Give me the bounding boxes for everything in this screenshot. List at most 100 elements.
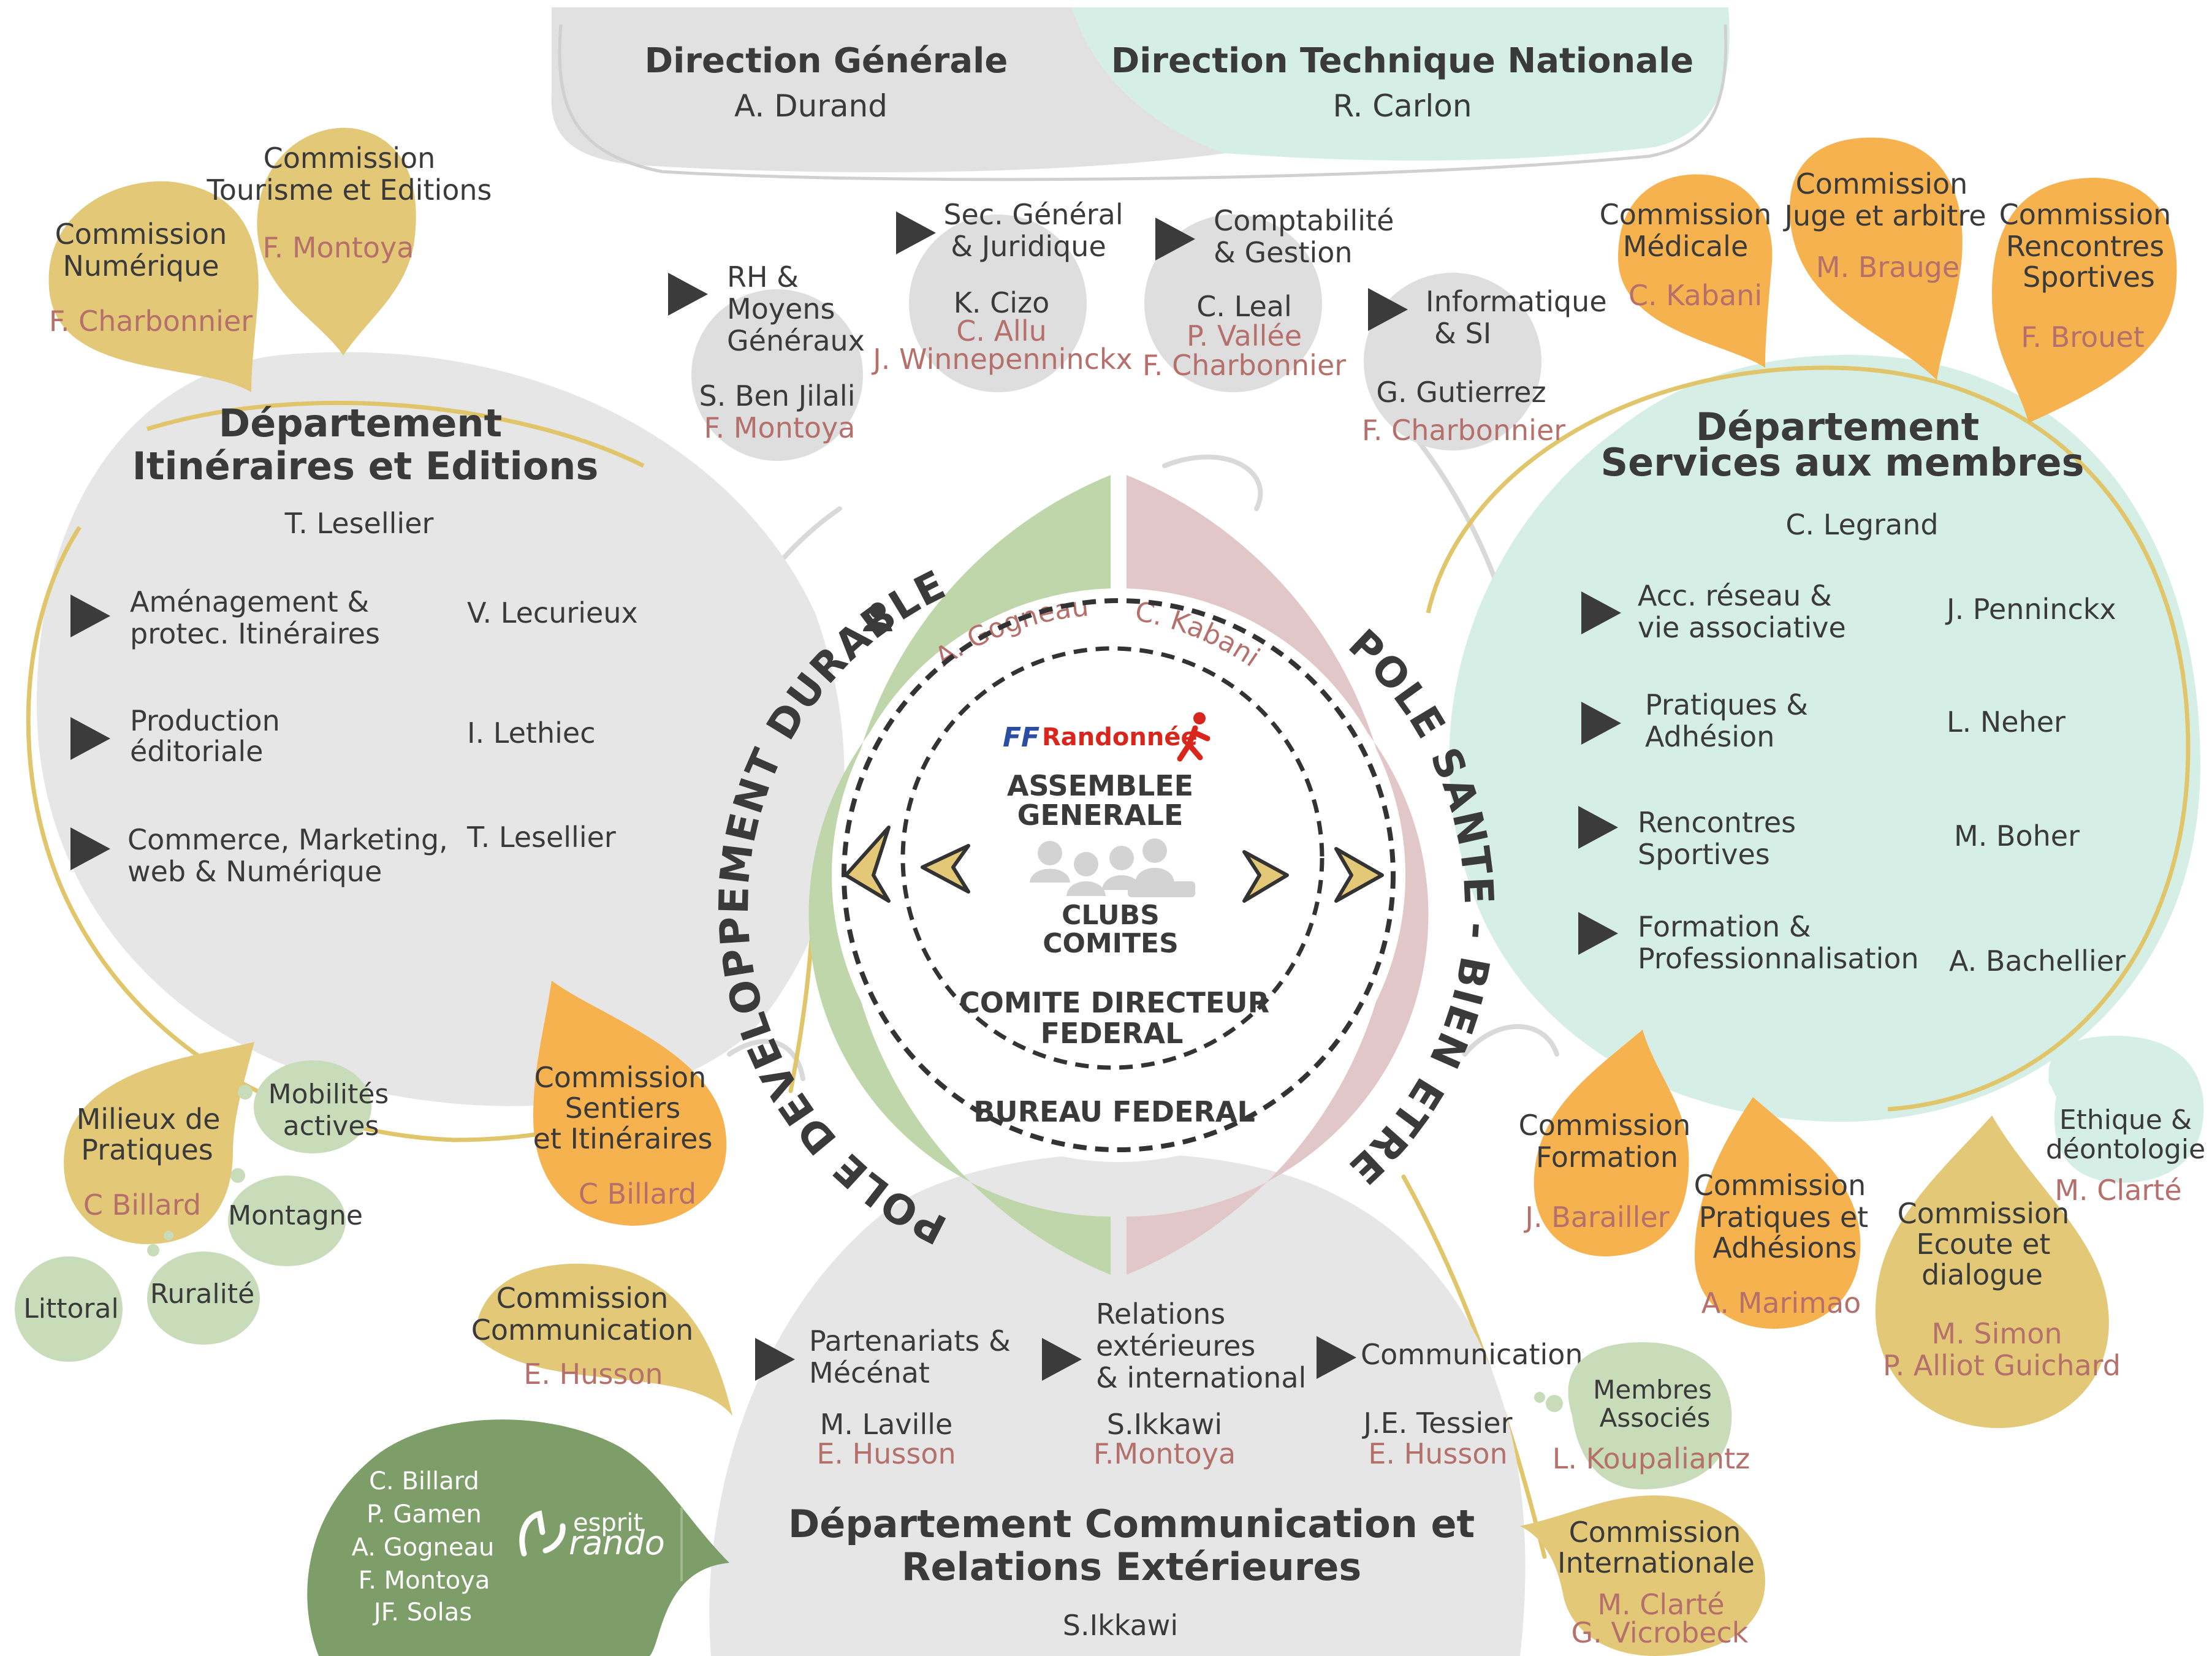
comites-label: COMITES [1043,928,1179,959]
itineraires-row-1-name: V. Lecurieux [467,596,638,629]
svg-text:E. Husson: E. Husson [523,1358,663,1391]
svg-text:J. Winnepenninckx: J. Winnepenninckx [871,343,1133,376]
hiker-icon [1177,712,1211,762]
svg-text:K. Cizo: K. Cizo [954,286,1050,319]
svg-text:Ecoute et: Ecoute et [1917,1228,2051,1261]
bureau-federal: BUREAU FEDERAL [973,1095,1255,1128]
dept-itineraires-head: T. Lesellier [284,507,434,540]
direction-technique-bubble [1073,7,1730,161]
esprit-rando-names: C. Billard P. Gamen A. Gogneau F. Montoy… [352,1467,495,1627]
svg-text:F. Brouet: F. Brouet [2021,321,2144,354]
play-arrow-icon [70,594,110,637]
clubs-label: CLUBS [1062,900,1160,931]
svg-text:C. Leal: C. Leal [1196,290,1291,323]
top-direction-banner: Direction Générale A. Durand Direction T… [551,7,1730,181]
dept-itineraires: Département Itinéraires et Editions T. L… [26,352,845,1142]
comite-directeur-2: FEDERAL [1041,1017,1184,1050]
svg-text:P. Gamen: P. Gamen [367,1500,482,1529]
comm-col-2-name-2: F.Montoya [1093,1437,1236,1470]
itineraires-row-2-label-2: éditoriale [130,735,263,768]
svg-text:Formation: Formation [1536,1141,1678,1174]
people-group-icon [1030,838,1195,897]
svg-text:C Billard: C Billard [83,1188,201,1221]
play-arrow-icon [1368,288,1408,331]
services-row-3-label-1: Rencontres [1638,806,1796,839]
svg-text:Informatique: Informatique [1426,285,1607,318]
svg-text:P. Vallée: P. Vallée [1187,319,1302,352]
svg-text:Membres: Membres [1593,1375,1712,1405]
comm-col-1-label-2: Mécénat [809,1356,930,1389]
service-informatique: Informatique & SI G. Gutierrez F. Charbo… [1362,273,1607,450]
svg-text:Commission: Commission [496,1282,669,1315]
play-arrow-icon [1155,218,1195,260]
svg-text:actives: actives [283,1111,379,1142]
svg-text:Montagne: Montagne [228,1200,363,1231]
svg-text:Commission: Commission [1569,1516,1741,1549]
services-row-4-label-1: Formation & [1638,910,1811,943]
direction-generale-bubble [551,7,1226,173]
svg-text:Tourisme et Editions: Tourisme et Editions [206,173,492,207]
commission-tourisme: Commission Tourisme et Editions F. Monto… [206,127,492,356]
comite-directeur-1: COMITE DIRECTEUR [959,986,1269,1019]
play-arrow-icon [896,211,936,254]
play-arrow-icon [1317,1336,1356,1379]
svg-text:Rencontres: Rencontres [2006,230,2164,263]
services-row-1-label-2: vie associative [1638,611,1846,644]
svg-text:C. Allu: C. Allu [956,314,1047,348]
dept-itineraires-bubble [37,352,845,1106]
svg-text:F. Montoya: F. Montoya [263,231,414,264]
dept-services-bubble [1449,355,2200,1122]
itineraires-row-3-label-2: web & Numérique [127,855,382,888]
svg-text:Commission: Commission [534,1061,707,1094]
svg-text:M. Clarté: M. Clarté [1597,1588,1724,1621]
direction-technique-title: Direction Technique Nationale [1111,41,1694,81]
service-rh: RH & Moyens Généraux S. Ben Jilali F. Mo… [668,260,865,461]
hand-icon [519,1510,566,1557]
chevron-left-icon [844,826,970,903]
play-arrow-icon [668,273,708,316]
svg-text:M. Clarté: M. Clarté [2054,1174,2181,1207]
svg-text:A. Gogneau: A. Gogneau [352,1533,495,1562]
services-row-1-label-1: Acc. réseau & [1638,579,1832,612]
svg-text:Randonnée: Randonnée [1042,723,1198,751]
commission-formation: Commission Formation J. Barailler [1519,1030,1690,1256]
svg-text:F. Charbonnier: F. Charbonnier [1142,349,1346,382]
svg-text:FF: FF [1003,722,1039,753]
svg-text:G. Vicrobeck: G. Vicrobeck [1572,1616,1749,1649]
services-row-3-name: M. Boher [1954,819,2080,853]
itineraires-row-3-label-1: Commerce, Marketing, [127,823,448,856]
comm-col-3-label-1: Communication [1361,1338,1583,1371]
services-row-2-label-2: Adhésion [1645,720,1774,753]
mobilites-bubble [254,1060,371,1153]
svg-text:Communication: Communication [471,1313,694,1346]
esprit-rando-bubble [307,1419,729,1656]
esprit-rando-logo: esprit rando [519,1509,665,1562]
commission-juge: Commission Juge et arbitre M. Brauge [1782,137,1986,380]
comm-col-3-name-1: J.E. Tessier [1361,1407,1512,1440]
comm-col-1-label-1: Partenariats & [809,1324,1011,1358]
svg-text:F. Charbonnier: F. Charbonnier [1362,414,1565,447]
itineraires-row-1-label-1: Aménagement & [130,585,369,618]
svg-text:A. Marimao: A. Marimao [1701,1286,1861,1320]
svg-text:Moyens: Moyens [727,292,835,325]
svg-text:Milieux de: Milieux de [77,1103,221,1136]
chevron-right-icon [1242,847,1384,903]
play-arrow-icon [70,717,110,760]
play-arrow-icon [1578,912,1618,955]
play-arrow-icon [1042,1338,1082,1381]
pole-sante-ring [1127,475,1429,1275]
svg-text:esprit: esprit [573,1509,643,1537]
central-poles: POLE DEVELOPPEMENT DURABLE POLE SANTE - … [710,475,1501,1275]
svg-text:Commission: Commission [1796,167,1968,200]
ethique-deontologie: Ethique & déontologie M. Clarté [2046,1036,2205,1207]
comm-col-1-name-1: M. Laville [820,1408,953,1441]
svg-text:& Gestion: & Gestion [1214,236,1353,269]
assemblee-generale-1: ASSEMBLEE [1007,769,1193,802]
svg-text:Sportives: Sportives [2023,260,2155,294]
svg-text:Commission: Commission [55,218,227,251]
svg-text:& SI: & SI [1434,317,1491,350]
svg-text:C Billard: C Billard [579,1177,696,1210]
services-row-4-label-2: Professionnalisation [1638,942,1919,975]
